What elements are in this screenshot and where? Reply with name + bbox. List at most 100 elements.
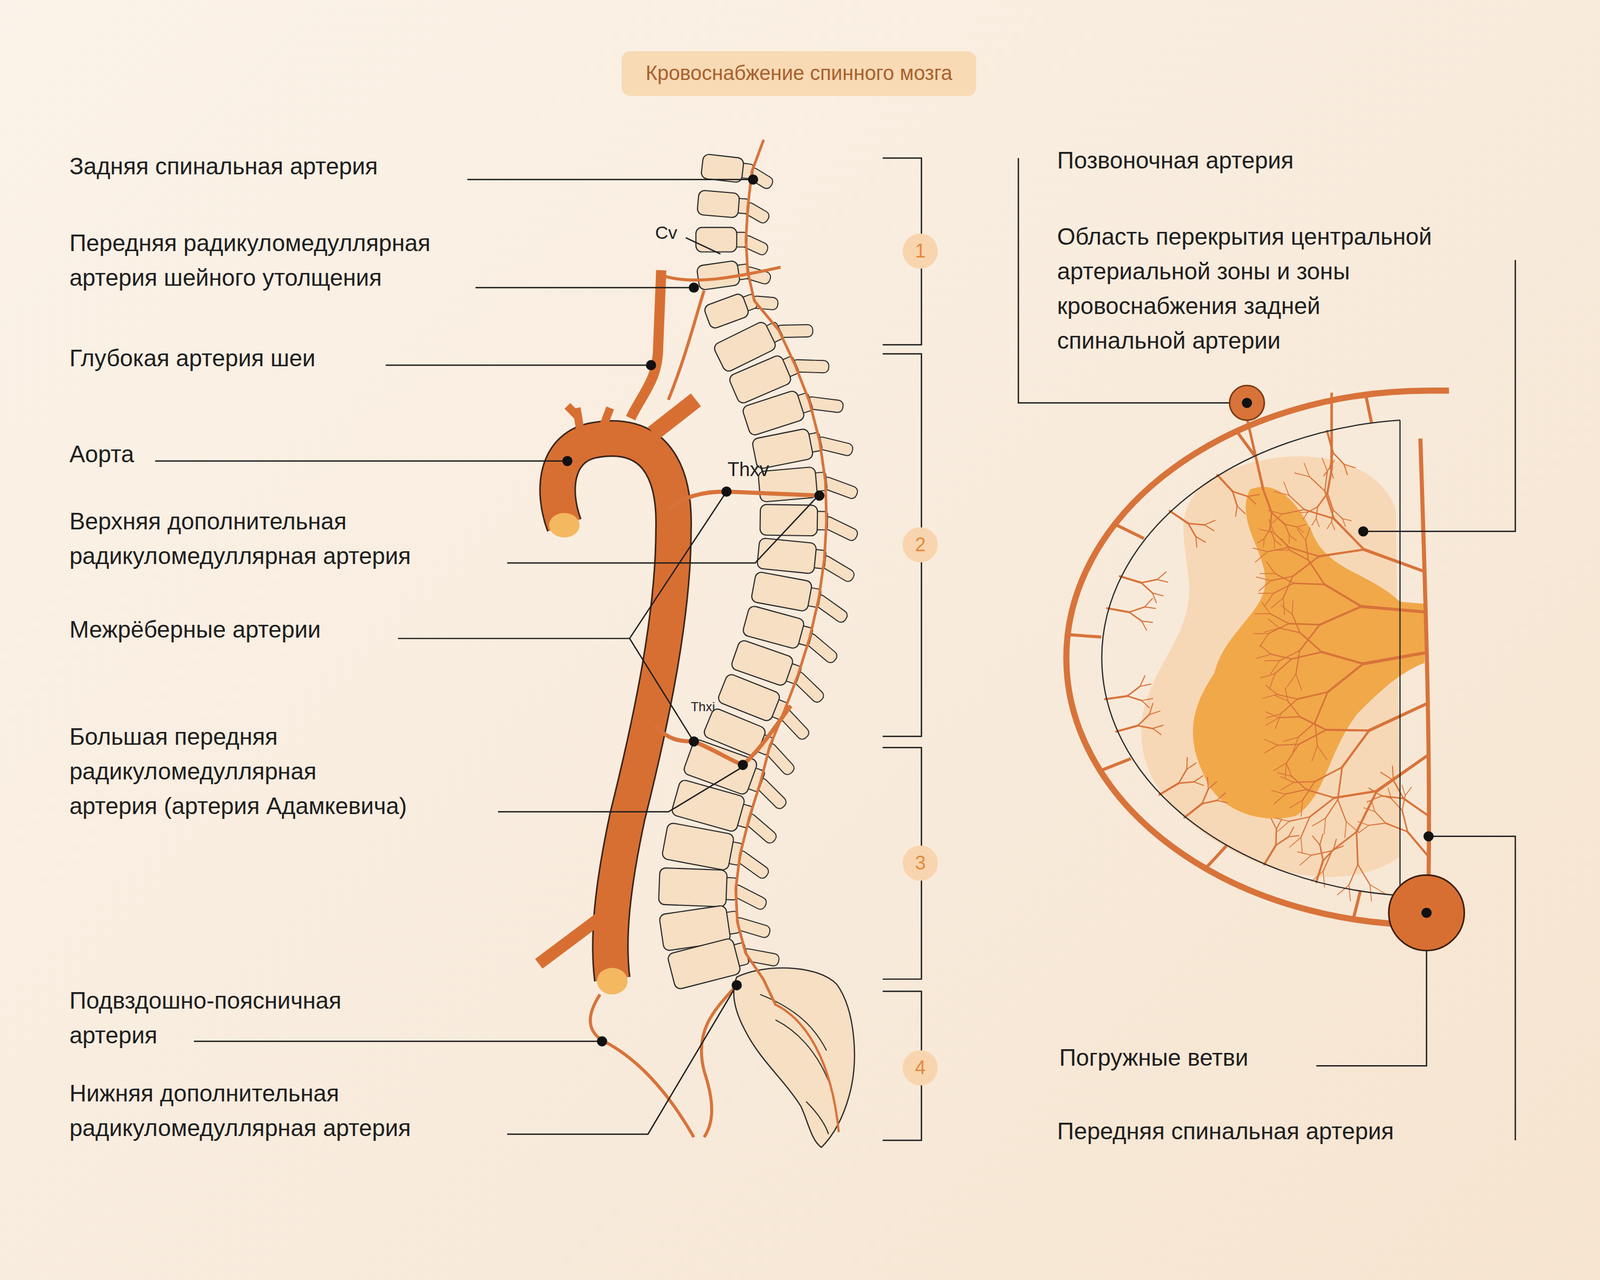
artery-branch: [1367, 796, 1382, 802]
artery-branch: [1184, 803, 1202, 818]
artery-branch: [1274, 793, 1286, 804]
artery-branch: [1271, 790, 1286, 795]
annotation-label: Погружные ветви: [1059, 1040, 1249, 1075]
artery-branch: [1217, 475, 1233, 492]
artery-branch: [1288, 623, 1320, 625]
artery-branch: [1327, 430, 1333, 453]
artery-branch: [1178, 769, 1187, 784]
artery-branch: [1321, 652, 1364, 664]
artery-branch: [1279, 717, 1300, 719]
artery-branch: [1288, 835, 1299, 837]
artery-branch: [1193, 775, 1203, 782]
artery-branch: [1297, 524, 1306, 528]
leader-dot: [737, 759, 749, 770]
leader-dot: [1423, 831, 1434, 842]
artery-branch: [1376, 754, 1429, 792]
vascular-ring: [1066, 390, 1450, 926]
artery-branch: [1402, 785, 1406, 797]
leader-dot: [814, 490, 825, 501]
artery-branch: [1139, 684, 1151, 687]
artery-branch: [1141, 621, 1147, 631]
artery-branch: [1284, 687, 1288, 702]
vertebra-level: Thxv: [727, 455, 770, 484]
artery-branch: [1286, 744, 1299, 763]
artery-branch: [1287, 673, 1297, 688]
artery-branch: [1324, 584, 1362, 607]
vertebral-body: [750, 571, 813, 613]
artery-branch: [1323, 850, 1333, 872]
artery-branch: [1288, 535, 1290, 544]
artery-branch: [1232, 491, 1237, 506]
artery-branch: [1324, 818, 1326, 835]
artery-branch: [1284, 762, 1287, 779]
artery-branch: [1280, 776, 1294, 783]
artery-branch: [1282, 509, 1305, 514]
leader-dot: [721, 486, 732, 497]
artery-branch: [1274, 540, 1282, 546]
artery-branch: [1274, 695, 1288, 702]
artery-branch: [1259, 645, 1272, 655]
artery-branch: [1141, 621, 1153, 623]
artery-branch: [1263, 539, 1265, 548]
artery-branch: [1264, 745, 1278, 754]
artery-branch: [1375, 811, 1386, 824]
artery-branch: [1204, 520, 1216, 526]
vertebra-level: Cv: [655, 219, 678, 246]
artery-branch: [1273, 540, 1275, 549]
artery-branch: [1265, 711, 1280, 718]
vertebra: [700, 154, 777, 192]
artery-branch: [1235, 505, 1238, 517]
artery-branch: [1348, 864, 1358, 886]
artery-branch: [1269, 613, 1289, 624]
artery-branch: [1291, 776, 1307, 790]
vertebral-body: [703, 292, 751, 331]
artery-branch: [1323, 849, 1334, 862]
artery-branch: [1152, 728, 1162, 735]
artery-branch: [1341, 730, 1370, 768]
artery-branch: [1259, 573, 1275, 575]
artery-branch: [1356, 791, 1377, 833]
artery-branch: [1402, 810, 1408, 832]
artery-branch: [1263, 489, 1272, 513]
artery-branch: [1271, 597, 1284, 609]
artery-branch: [1316, 507, 1318, 519]
artery-branch: [1405, 787, 1412, 796]
artery-branch: [1309, 476, 1325, 492]
artery-branch: [1291, 652, 1323, 659]
spinal-artery: [735, 140, 827, 1005]
artery-branch: [1306, 789, 1335, 799]
lower-radicular-artery: [701, 985, 737, 1138]
artery-branch: [1319, 606, 1362, 625]
artery-branch: [1264, 660, 1280, 662]
artery-branch: [1332, 510, 1342, 519]
radial-artery: [1236, 431, 1254, 456]
artery-branch: [1307, 507, 1318, 513]
artery-branch: [1299, 632, 1322, 653]
annotation-label: Аорта: [69, 436, 134, 472]
vertebral-body: [658, 867, 728, 908]
artery-branch: [1269, 529, 1275, 541]
artery-branch: [1292, 600, 1293, 615]
artery-branch: [1357, 864, 1371, 886]
artery-branch: [1283, 597, 1285, 615]
annotation-label: Нижняя дополнительная радикуломедуллярна…: [69, 1075, 412, 1146]
artery-branch: [1320, 834, 1323, 846]
artery-branch: [1252, 548, 1268, 552]
artery-branch: [1342, 518, 1346, 527]
radial-artery: [1114, 524, 1145, 539]
artery-branch: [1299, 717, 1326, 730]
artery-branch: [1283, 576, 1293, 598]
artery-branch: [1280, 698, 1298, 714]
artery-branch: [1320, 845, 1324, 862]
artery-branch: [1270, 513, 1283, 525]
artery-branch: [1289, 495, 1305, 510]
artery-branch: [1316, 518, 1320, 527]
callout-number: 2: [914, 533, 926, 557]
vertebral-body: [695, 227, 737, 253]
artery-branch: [1300, 837, 1303, 854]
artery-branch: [1299, 511, 1308, 513]
leader-dot: [748, 174, 759, 185]
artery-branch: [1363, 807, 1375, 812]
artery-branch: [1269, 512, 1272, 530]
artery-branch: [1317, 745, 1328, 760]
